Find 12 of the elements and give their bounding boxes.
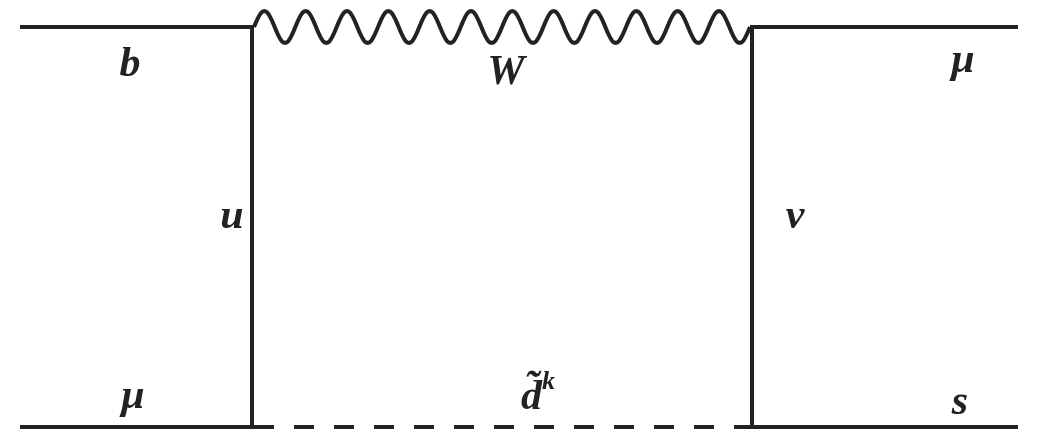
vertex [750,425,754,429]
wavy-line [252,8,752,46]
solid-line [20,25,250,29]
vertex [250,425,254,429]
solid-line [754,425,1018,429]
vertex [250,25,254,29]
solid-line [750,29,754,425]
solid-line [754,25,1018,29]
dashed-line [254,425,750,429]
solid-line [250,29,254,425]
solid-line [20,425,250,429]
vertex [750,25,754,29]
